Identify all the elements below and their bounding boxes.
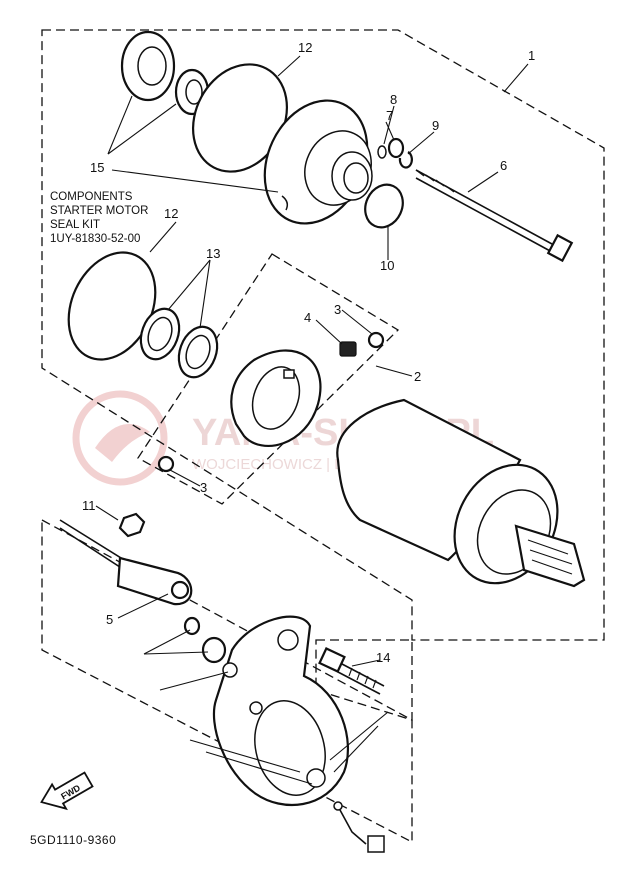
kit-label-part-number: 1UY-81830-52-00 bbox=[50, 233, 140, 245]
leader-lines bbox=[95, 55, 529, 785]
callout-12-top: 12 bbox=[298, 40, 312, 55]
drawing-code: 5GD1110-9360 bbox=[30, 833, 116, 847]
part-3-spring-lower bbox=[157, 455, 175, 473]
callout-14: 14 bbox=[376, 650, 390, 665]
yoke-armature bbox=[336, 398, 586, 588]
callout-9: 9 bbox=[432, 118, 439, 133]
part-6-through-bolt bbox=[415, 169, 574, 263]
part-11-nut bbox=[118, 512, 146, 538]
callout-15: 15 bbox=[90, 160, 104, 175]
callout-13: 13 bbox=[206, 246, 220, 261]
part-14-bolt bbox=[318, 647, 385, 695]
watermark-logo-mark bbox=[95, 423, 150, 462]
part-3-spring-upper bbox=[367, 331, 385, 349]
watermark-logo-icon bbox=[72, 390, 168, 486]
callout-11: 11 bbox=[82, 498, 96, 513]
callout-2: 2 bbox=[414, 369, 421, 384]
callout-12-kit: 12 bbox=[164, 206, 178, 221]
part-2-brush-plate bbox=[230, 349, 322, 447]
callout-10: 10 bbox=[380, 258, 394, 273]
callout-5: 5 bbox=[106, 612, 113, 627]
part-13-seals bbox=[139, 307, 219, 379]
part-15-bearing-seal bbox=[120, 30, 210, 116]
part-4-brush bbox=[339, 341, 357, 357]
outer-assembly-outline bbox=[41, 29, 605, 641]
part-10-o-ring bbox=[364, 183, 404, 229]
brush-holder-outline bbox=[137, 253, 400, 505]
brush-lead bbox=[333, 801, 385, 853]
callout-8: 8 bbox=[390, 92, 397, 107]
callout-1: 1 bbox=[528, 48, 535, 63]
bolt-14-outline bbox=[315, 639, 413, 721]
kit-label-line1: COMPONENTS bbox=[50, 191, 133, 203]
washer-parts-7-8-9 bbox=[377, 137, 413, 169]
callout-3-lower: 3 bbox=[200, 480, 207, 495]
callout-7: 7 bbox=[386, 108, 393, 123]
callout-3-upper: 3 bbox=[334, 302, 341, 317]
callout-6: 6 bbox=[500, 158, 507, 173]
front-cover bbox=[263, 99, 373, 225]
kit-label-line2: STARTER MOTOR bbox=[50, 205, 148, 217]
part-5-terminal bbox=[59, 519, 193, 606]
end-cover-washers bbox=[183, 616, 238, 678]
rear-end-cover bbox=[212, 615, 349, 807]
seal-kit-label: COMPONENTS STARTER MOTOR SEAL KIT 1UY-81… bbox=[50, 191, 148, 245]
kit-label-line3: SEAL KIT bbox=[50, 219, 100, 231]
fwd-arrow-icon: FWD bbox=[40, 771, 94, 811]
callouts: 1 12 8 7 9 6 15 10 12 13 3 4 2 3 11 5 14 bbox=[82, 40, 535, 665]
callout-4: 4 bbox=[304, 310, 311, 325]
